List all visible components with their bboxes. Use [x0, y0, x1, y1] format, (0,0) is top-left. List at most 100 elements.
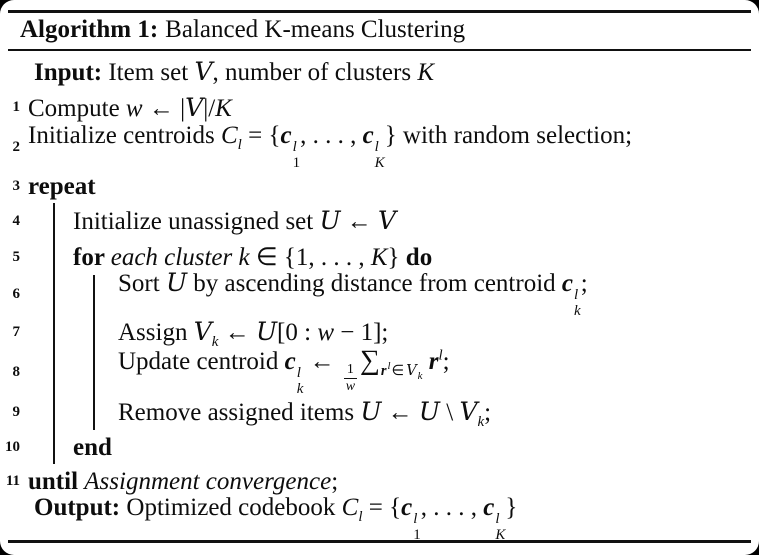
math-token: c	[284, 347, 296, 375]
math-token: c	[401, 493, 413, 521]
line-content: for each cluster k ∈ {1, . . . , K} do	[0, 245, 432, 270]
line-content: Input: Item set V, number of clusters K	[0, 59, 434, 85]
line-number: 8	[12, 363, 21, 380]
line-number: 6	[12, 286, 21, 302]
algorithm-caption: Algorithm 1:Balanced K-means Clustering	[20, 16, 749, 44]
math-token: ←	[340, 208, 379, 235]
math-token: Assign	[118, 319, 194, 346]
subscript: 1	[413, 527, 421, 544]
subscript: k	[211, 334, 219, 350]
math-token: Sort	[118, 269, 166, 297]
subscript: K	[374, 155, 385, 172]
block-indent-rule	[53, 350, 55, 394]
math-token: K	[215, 94, 232, 122]
line-content: until Assignment convergence;	[0, 469, 338, 494]
math-token: ←	[218, 319, 256, 346]
line-number: 4	[12, 212, 21, 229]
math-token: end	[73, 433, 112, 461]
math-token: for	[73, 243, 111, 271]
math-token: do	[405, 243, 433, 271]
subscript: k	[477, 414, 485, 430]
math-token: r	[428, 347, 439, 375]
line-content: Assign Vk ← U[0 : w − 1];	[0, 317, 388, 350]
math-token: r	[380, 362, 387, 379]
math-token: ;	[331, 468, 339, 495]
subscript: k	[296, 381, 304, 398]
caption-bottom-rule	[8, 49, 751, 51]
subscript: l	[237, 136, 242, 153]
superscript: l	[495, 511, 500, 528]
math-token: Output:	[34, 493, 121, 521]
math-token: ←	[303, 347, 341, 375]
superscript: l	[438, 347, 443, 364]
math-token: [0 :	[277, 319, 318, 346]
line-content: Remove assigned items U ← U \ Vk;	[0, 399, 492, 430]
math-token: ∈ {1, . . . ,	[255, 243, 371, 271]
math-token: U	[255, 317, 278, 346]
caption-label: Algorithm 1:	[20, 16, 159, 43]
block-indent-rule	[93, 275, 95, 314]
fraction-numerator: 1	[343, 362, 357, 380]
math-token: Item set	[102, 58, 195, 86]
math-token: }	[387, 243, 406, 271]
algo-line: Input: Item set V, number of clusters K	[0, 53, 759, 90]
subscript: k	[417, 369, 423, 382]
block-indent-rule	[53, 203, 55, 239]
superscript: l	[387, 360, 391, 373]
line-content: Compute w ← |V|/K	[0, 95, 232, 121]
math-token: V	[193, 317, 212, 346]
math-token: , . . . ,	[300, 121, 363, 149]
line-number	[0, 499, 20, 539]
math-token: Update centroid	[118, 347, 285, 375]
math-token: w	[317, 319, 334, 346]
math-token: U	[165, 267, 188, 297]
math-token: w	[125, 94, 143, 122]
math-token: C	[220, 121, 238, 149]
line-content: Sort U by ascending distance from centro…	[0, 270, 588, 319]
summation-operator: ∑	[359, 344, 380, 376]
math-token: V	[185, 92, 204, 122]
math-token: , number of clusters	[212, 58, 418, 86]
line-content: repeat	[0, 174, 96, 199]
math-token: c	[561, 269, 574, 297]
line-number: 1	[12, 99, 21, 115]
math-token: V	[406, 362, 417, 379]
block-indent-rule	[93, 394, 95, 430]
block-indent-rule	[93, 314, 95, 350]
line-number	[0, 53, 20, 90]
math-token: ← |	[142, 94, 186, 122]
summation-subscript: rl∈Vk	[380, 360, 423, 382]
math-token: , . . . ,	[420, 493, 484, 521]
block-indent-rule	[53, 239, 55, 275]
math-token: |/	[203, 94, 216, 122]
superscript: l	[413, 511, 418, 528]
math-token: by ascending distance from centroid	[187, 269, 562, 297]
math-token: ∈	[391, 362, 405, 379]
line-number: 7	[12, 323, 21, 340]
subscript: K	[495, 527, 506, 544]
caption-title: Balanced K-means Clustering	[165, 16, 466, 43]
math-token: K	[417, 58, 434, 86]
math-token: ;	[484, 399, 492, 426]
superscript: l	[374, 139, 379, 156]
math-token: = {	[241, 121, 281, 149]
line-number: 2	[12, 138, 21, 155]
math-token: each cluster k	[110, 243, 256, 271]
block-indent-rule	[53, 314, 55, 350]
subscript: l	[358, 508, 363, 525]
caption-top-rule	[8, 10, 751, 13]
